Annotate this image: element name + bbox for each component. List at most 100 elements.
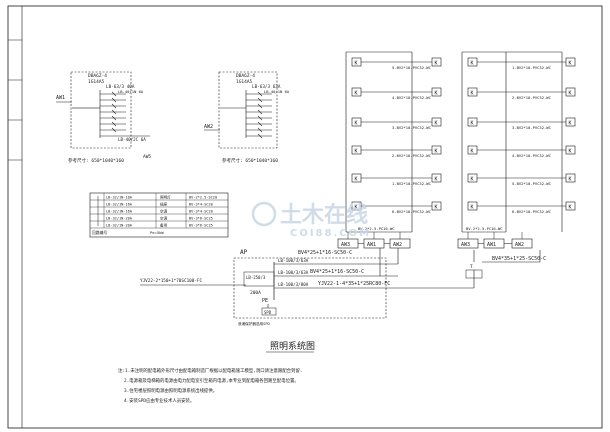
frame-side-ticks — [8, 39, 22, 161]
riser-right-label-1: 1-BV2*10-PVC32-WC — [512, 65, 551, 70]
k-box-label: K — [435, 91, 438, 97]
legend-row-3-load: 空调 — [160, 209, 168, 214]
riser-left-k-boxes — [351, 57, 442, 211]
riser-right — [461, 51, 563, 233]
pe-label: PE — [262, 298, 268, 304]
panel-aw1-branch-breaker: LB-40/1N 6A — [118, 89, 144, 94]
k-box-label: K — [569, 205, 572, 211]
panel-aw1-code: DBA6Z-4 — [88, 73, 107, 79]
right-feeder-cable: BV4*35+1*25-SC50-C — [492, 256, 546, 262]
panel-aw2-spec: 1G14A5 — [236, 79, 253, 85]
k-box-label: K — [435, 61, 438, 67]
k-box-label: K — [569, 61, 572, 67]
k-box-label: K — [569, 91, 572, 97]
k-box-label: K — [471, 91, 474, 97]
watermark-logo-icon — [251, 201, 277, 227]
riser-right-label-4: 4-BV2*10-PVC32-WC — [512, 153, 551, 158]
notes: 注:1.未注明的配电箱外形尺寸由配电箱制造厂根据以配电箱施工模型,洞口请注意跟配… — [118, 367, 302, 404]
main-rating: 200A — [250, 290, 261, 296]
k-box-label: K — [569, 177, 572, 183]
feeder-3-breaker: LB-100/3/80A — [278, 282, 309, 287]
panel-aw1-spec: 1G14A5 — [88, 79, 105, 85]
legend-row-3-breaker: LB-32/1N-16A — [106, 210, 133, 214]
k-box-label: K — [569, 121, 572, 127]
riser-left-label-1: 5-BV2*10-PVC32-WC — [392, 65, 431, 70]
riser-left-label-5: 1-BV2*10-PVC32-WC — [392, 181, 431, 186]
panel-aw1-name: AW1 — [56, 95, 65, 101]
k-box-label: K — [471, 121, 474, 127]
legend-row-5-breaker: LB-32/1N-20A — [106, 224, 133, 228]
riser-right-k-boxes — [467, 57, 576, 211]
k-box-label: K — [435, 149, 438, 155]
drawing-frame — [7, 5, 603, 429]
panel-aw2-dims: 参考尺寸: 650*1040*160 — [222, 157, 278, 164]
feeder-1-cable: BV4*25+1*16-SC50-C — [298, 250, 352, 256]
legend-table: LB-32/1N-10A 照明灯 BV-2*2.5-SC20 LB-32/1N-… — [89, 192, 229, 238]
legend-footer-right: Pe=5kW — [150, 230, 164, 235]
right-aw-boxes: AW3 AW1 AW2 — [457, 232, 533, 249]
t-label: T — [470, 264, 473, 270]
panel-aw2-branches — [246, 91, 272, 139]
right-bus-label: BV-2*2.5-PC16-WC — [466, 226, 503, 231]
left-aw-box-1: AW3 — [341, 242, 350, 248]
riser-left-k-letters: K K K K K K K K K K K K — [355, 61, 438, 211]
k-box-label: K — [471, 61, 474, 67]
incoming-cable: YJV22-2*150+1*70SC100-FC — [140, 278, 202, 284]
note-1: 注:1.未注明的配电箱外形尺寸由配电箱制造厂根据以配电箱施工模型,洞口请注意跟配… — [118, 367, 302, 374]
riser-right-stubs — [477, 61, 566, 207]
riser-right-label-3: 3-BV2*10-PVC32-WC — [512, 125, 551, 130]
diagram-title: 照明系统图 — [270, 340, 315, 352]
k-box-label: K — [355, 149, 358, 155]
legend-row-4-breaker: LB-32/1N-20A — [106, 217, 133, 221]
panel-aw1: DBA6Z-4 1G14A5 LB-63/3 40A AW1 LB-40/1N … — [56, 71, 151, 164]
spd-box — [261, 307, 277, 316]
panel-aw1-branches — [100, 91, 150, 137]
k-box-label: K — [355, 61, 358, 67]
legend-row-5-load: 备用 — [160, 223, 168, 228]
legend-row-4-cable: BV-3*6-SC25 — [189, 217, 213, 221]
legend-row-5-cable: BV-3*6-SC25 — [189, 224, 213, 228]
note-2: 2.电源箱及电梯箱的电源由电力配电室引至箱内电源,本专业到配电箱各回路至配电位置… — [124, 377, 299, 384]
riser-right-label-6: 6-BV2*10-PVC32-WC — [512, 209, 551, 214]
legend-row-2-breaker: LB-32/1N-16A — [106, 203, 133, 207]
panel-aw1-dims: 参考尺寸: 650*1040*160 — [68, 157, 124, 164]
main-breaker: LB-250/3 — [246, 275, 266, 280]
riser-right-circuit-labels: 1-BV2*10-PVC32-WC 2-BV2*10-PVC32-WC 3-BV… — [512, 65, 551, 214]
riser-right-label-2: 2-BV2*10-PVC32-WC — [512, 95, 551, 100]
panel-aw2: DBA6Z-4 1G14A5 LB-63/3 63A AW2 LB-40/1N … — [204, 71, 290, 164]
riser-left-label-6: 6-BV2*10-PVC32-WC — [392, 209, 431, 214]
k-box-label: K — [435, 205, 438, 211]
watermark-brand-en: COI88.COM — [290, 228, 371, 239]
panel-aw1-outgoing: AW5 — [143, 154, 151, 160]
legend-row-1-cable: BV-2*2.5-SC20 — [189, 196, 217, 200]
riser-left-circuit-labels: 5-BV2*10-PVC32-WC 4-BV2*10-PVC32-WC 3-BV… — [392, 65, 431, 214]
panel-aw1-rcd: LB-40/2C 6A — [118, 137, 146, 142]
legend-row-2-cable: BV-3*4-SC20 — [189, 203, 213, 207]
riser-left-label-2: 4-BV2*10-PVC32-WC — [392, 95, 431, 100]
panel-aw1-main-breaker: LB-63/3 40A — [106, 84, 135, 90]
k-box-label: K — [435, 121, 438, 127]
legend-row-2-load: 插座 — [160, 202, 168, 207]
legend-row-3-cable: BV-3*4-SC20 — [189, 210, 213, 214]
spd-note: 浪涌保护器选用SPD — [238, 321, 270, 326]
riser-right-label-5: 5-BV2*10-PVC32-WC — [512, 181, 551, 186]
panel-aw2-name: AW2 — [204, 124, 213, 130]
panel-aw2-code: DBA6Z-4 — [236, 73, 255, 79]
feeder-3-cable: YJV22-1-4*35+1*25RC80-FC — [318, 281, 390, 287]
left-aw-box-2: AW1 — [367, 242, 376, 248]
left-aw-box-3: AW2 — [393, 242, 402, 248]
riser-left-label-3: 3-BV2*10-PVC32-WC — [392, 125, 431, 130]
right-aw-box-1: AW3 — [461, 242, 470, 248]
k-box-label: K — [355, 177, 358, 183]
note-3: 3.住宅楼层照明电源由照明电源系统出线提供。 — [124, 387, 217, 394]
legend-table-frame — [89, 192, 229, 238]
riser-left — [345, 51, 413, 233]
watermark: 土木在线 COI88.COM — [251, 201, 371, 239]
k-box-label: K — [471, 149, 474, 155]
note-4: 4.安装SPD应由专业技术人员安装。 — [124, 397, 194, 404]
riser-left-stubs — [361, 61, 432, 207]
panel-aw1-box — [70, 71, 132, 149]
k-box-label: K — [355, 121, 358, 127]
feeder-2-cable: BV4*25+1*16-SC50-C — [310, 269, 364, 275]
